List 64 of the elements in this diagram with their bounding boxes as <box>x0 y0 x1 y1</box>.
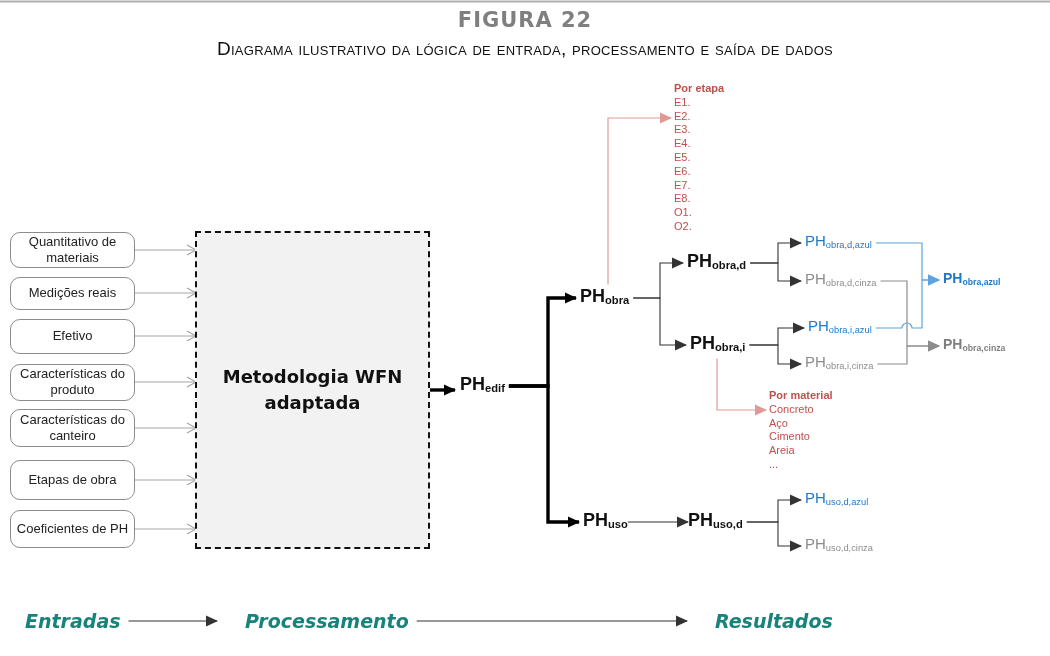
list-heading: Por etapa <box>674 82 725 96</box>
input-box: Quantitativo de materiais <box>10 232 135 268</box>
arrow <box>508 384 580 528</box>
input-box: Características do produto <box>10 363 135 401</box>
result-label: PH$_{obra,i,cinza}$ <box>805 351 874 377</box>
result-label: PH$_{obra,i}$ <box>690 331 746 359</box>
arrow <box>134 244 197 256</box>
figure-caption: Diagrama ilustrativo da lógica de entrada, processamento e saída de dados <box>215 38 835 60</box>
stage-label: Resultados <box>715 610 833 632</box>
process-box: Metodologia WFN adaptada <box>195 231 430 549</box>
list-item: O1. <box>674 206 693 221</box>
list-item: E6. <box>674 164 692 179</box>
list-item: E4. <box>674 137 692 152</box>
result-label: PH$_{obra}$ <box>580 284 630 312</box>
arrow <box>627 516 689 528</box>
arrow <box>134 287 197 299</box>
input-box: Efetivo <box>10 318 135 354</box>
arrow <box>716 357 767 416</box>
arrow <box>876 340 940 365</box>
arrow <box>746 521 802 552</box>
arrow <box>875 274 940 329</box>
result-label: PH$_{obra,i,azul}$ <box>808 315 872 341</box>
list-item: E3. <box>674 123 692 138</box>
result-label: PH$_{uso,d}$ <box>688 508 743 536</box>
arrow <box>748 344 802 370</box>
input-box: Coeficientes de PH <box>10 510 135 548</box>
result-label: PH$_{uso,d,cinza}$ <box>805 533 873 559</box>
list-item: E8. <box>674 192 692 207</box>
result-label: PH$_{uso,d,azul}$ <box>805 487 869 513</box>
result-label: PH$_{obra,d,cinza}$ <box>805 268 877 294</box>
arrow <box>134 474 197 486</box>
arrow <box>134 376 197 388</box>
list-item: ... <box>769 457 780 472</box>
list-item: Cimento <box>769 430 811 444</box>
result-label: PH$_{obra,cinza}$ <box>943 332 1006 360</box>
result-label: PH$_{obra,d,azul}$ <box>805 230 872 256</box>
arrow <box>749 262 802 287</box>
figure-title: FIGURA 22 <box>456 8 594 32</box>
result-label: PH$_{edif}$ <box>460 372 505 400</box>
arrow <box>134 330 197 342</box>
arrow <box>127 615 218 627</box>
result-label: PH$_{uso}$ <box>583 508 628 536</box>
list-item: Areia <box>769 443 796 458</box>
list-item: Aço <box>769 416 789 430</box>
input-box: Etapas de obra <box>10 460 135 500</box>
list-item: E1. <box>674 95 692 110</box>
list-item: O2. <box>674 220 693 234</box>
list-heading: Por material <box>769 388 833 403</box>
list-item: E5. <box>674 151 692 165</box>
input-box: Medições reais <box>10 276 135 310</box>
input-box: Características do canteiro <box>10 409 135 447</box>
stage-label: Entradas <box>25 610 121 632</box>
arrow <box>430 384 456 396</box>
arrow <box>134 523 197 535</box>
result-label: PH$_{obra,azul}$ <box>943 266 1001 294</box>
arrow <box>607 112 672 286</box>
result-label: PH$_{obra,d}$ <box>687 249 747 277</box>
arrow <box>632 297 687 351</box>
stage-label: Processamento <box>245 610 409 632</box>
list-item: E7. <box>674 178 692 193</box>
list-item: E2. <box>674 109 692 124</box>
arrow <box>416 615 688 627</box>
list-item: Concreto <box>769 402 815 417</box>
arrow <box>134 422 197 434</box>
